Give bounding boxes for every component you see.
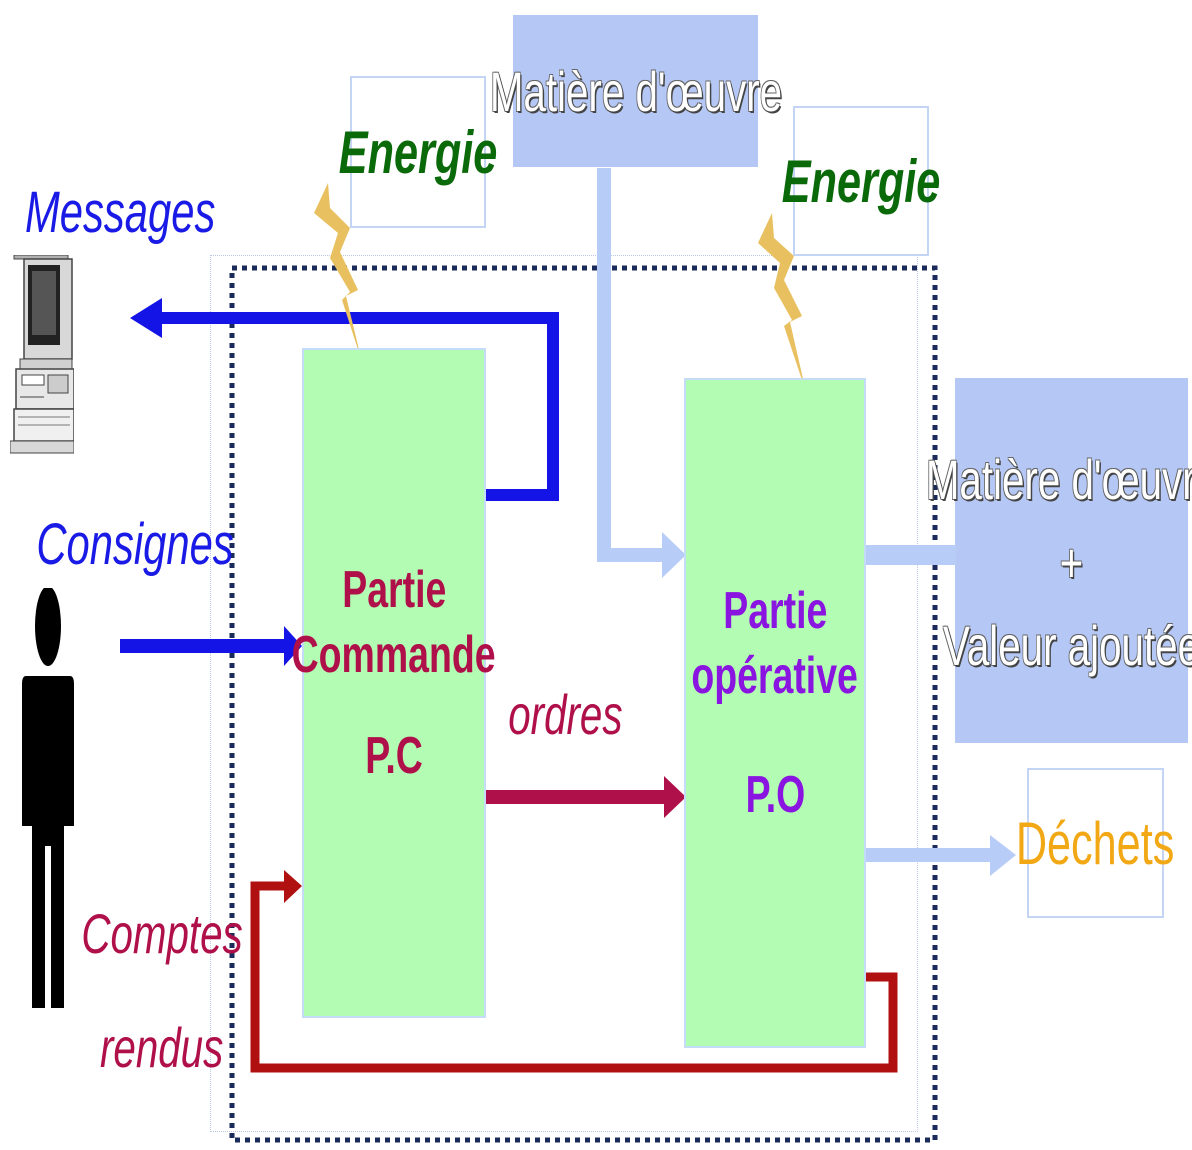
ordres-label-wrap: ordres [500,676,630,752]
pc-label-commande: Commande [292,623,496,688]
comptes-rendus-arrowhead [284,870,302,903]
partie-operative-block: Partie opérative P.O [684,378,866,1048]
comptes-label: Comptes [81,901,242,966]
consignes-label-wrap: Consignes [40,504,230,584]
po-label-operative: opérative [692,644,858,709]
messages-arrowhead [130,298,162,338]
po-label-partie: Partie [723,579,827,644]
lightning-icon [758,213,806,392]
matiere-input-arrow [604,168,662,555]
rendus-label-wrap: rendus [92,1012,232,1082]
pc-label-code: P.C [365,724,423,789]
dechets-arrow-line [866,848,991,862]
lightning-icon [314,183,362,362]
po-label-code: P.O [745,763,805,828]
partie-commande-block: Partie Commande P.C [302,348,486,1018]
computer-terminal-icon [10,255,74,455]
messages-label-wrap: Messages [30,172,210,252]
rendus-label: rendus [100,1015,223,1080]
ordres-arrowhead [664,776,686,818]
messages-label: Messages [25,179,215,246]
dechets-arrowhead [990,835,1016,876]
matiere-output-connector [866,545,956,565]
pc-label-partie: Partie [342,558,446,623]
person-icon [18,588,78,1018]
comptes-label-wrap: Comptes [82,898,242,968]
matiere-input-arrowhead [662,532,686,578]
ordres-arrow-line [484,790,664,804]
ordres-label: ordres [508,682,622,747]
consignes-arrow-line [120,639,285,653]
consignes-label: Consignes [36,511,233,578]
